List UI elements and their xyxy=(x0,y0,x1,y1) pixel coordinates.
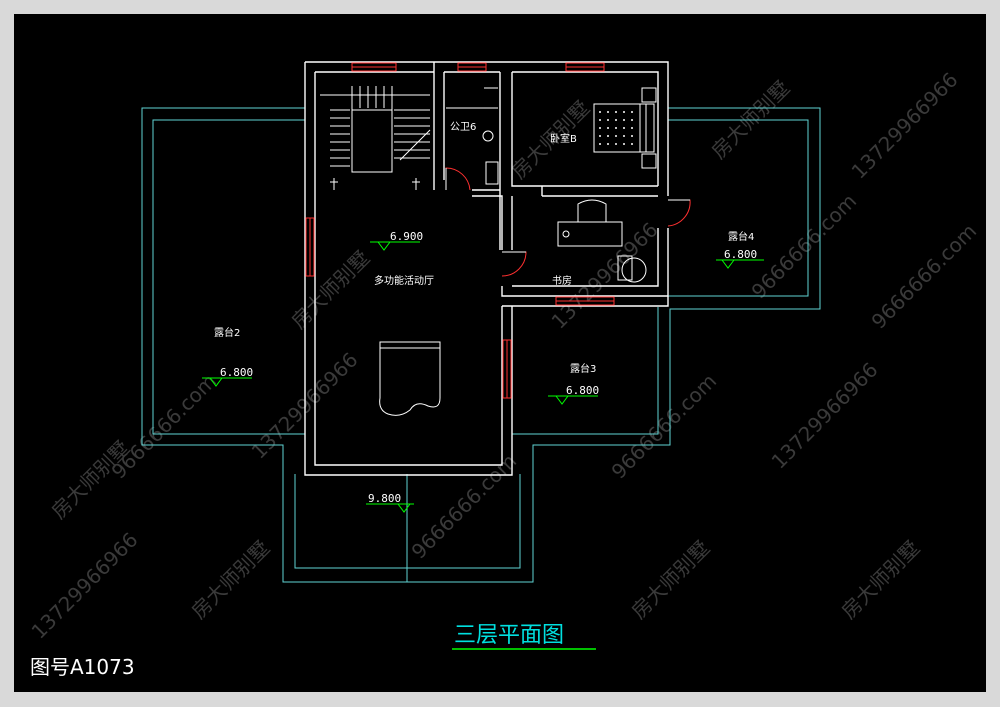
watermark: 13729966966 xyxy=(767,358,883,474)
room-label-bath: 公卫6 xyxy=(450,122,476,133)
windows xyxy=(305,62,615,399)
bed-pattern xyxy=(599,111,633,145)
bath-fixtures xyxy=(446,87,499,185)
level-value-terrace4: 6.800 xyxy=(724,248,757,261)
level-value-terrace3: 6.800 xyxy=(566,384,599,397)
watermark: 房大师别墅 xyxy=(187,536,275,624)
door-terrace4 xyxy=(667,199,691,227)
terrace-outlines xyxy=(141,107,821,583)
door-study xyxy=(501,251,527,277)
wall-west-inner xyxy=(314,72,503,466)
desk-icon xyxy=(557,221,623,247)
drawing-number: 图号A1073 xyxy=(30,655,135,679)
wall-study-south-inner xyxy=(512,228,659,287)
walls xyxy=(304,61,669,476)
toilet-icon xyxy=(482,130,494,142)
nightstand-icon xyxy=(641,153,657,169)
terrace-2-inner xyxy=(152,119,305,435)
wall-north-outer xyxy=(305,61,669,196)
watermark: 房大师别墅 xyxy=(837,536,925,624)
study-furniture xyxy=(557,199,647,283)
watermark: 13729966966 xyxy=(27,528,143,644)
nightstand-icon xyxy=(641,87,657,103)
watermark: 13729966966 xyxy=(847,68,963,184)
staircase xyxy=(320,86,431,190)
lamp-icon xyxy=(562,230,570,238)
terrace-3-inner xyxy=(512,307,659,435)
level-markers xyxy=(202,241,764,513)
room-label-study: 书房 xyxy=(552,274,572,287)
watermark: 房大师别墅 xyxy=(627,536,715,624)
room-label-terrace4: 露台4 xyxy=(728,230,754,243)
watermark: 房大师别墅 xyxy=(287,246,375,334)
stair-well xyxy=(351,109,393,173)
wall-terrace3-north xyxy=(502,296,669,307)
piano-icon xyxy=(379,341,441,416)
floor-plan: 房大师别墅 13729966966 9666666.com 房大师别墅 1372… xyxy=(27,61,982,679)
terrace-outer-outline xyxy=(141,107,821,583)
wall-bath-south-inner xyxy=(472,195,503,250)
terrace-4-inner xyxy=(668,119,809,297)
watermark: 9666666.com xyxy=(867,219,982,334)
door-bath xyxy=(445,167,471,191)
wall-study-south xyxy=(501,228,669,297)
watermark: 9666666.com xyxy=(407,449,522,564)
chair-icon xyxy=(577,199,607,222)
room-label-terrace2: 露台2 xyxy=(214,326,240,339)
level-value-bottom: 9.800 xyxy=(368,492,401,505)
wall-north-inner-c xyxy=(512,71,659,186)
room-label-bedroom: 卧室B xyxy=(550,132,577,145)
level-value-terrace2: 6.800 xyxy=(220,366,253,379)
level-value-hall: 6.900 xyxy=(390,230,423,243)
room-label-terrace3: 露台3 xyxy=(570,362,596,375)
plan-title: 三层平面图 xyxy=(454,623,564,648)
wall-bedroom-south xyxy=(511,72,658,187)
drawing-frame: 房大师别墅 13729966966 9666666.com 房大师别墅 1372… xyxy=(14,14,986,692)
room-label-hall: 多功能活动厅 xyxy=(374,274,434,287)
armchair-icon xyxy=(621,257,647,283)
bedroom-furniture xyxy=(593,87,657,169)
sink-icon xyxy=(485,161,499,185)
watermark: 9666666.com xyxy=(607,369,722,484)
doors xyxy=(445,167,691,277)
bed-icon xyxy=(593,103,647,153)
wall-west-outer xyxy=(304,62,513,476)
watermark: 9666666.com xyxy=(747,189,862,304)
watermark: 9666666.com xyxy=(107,369,222,484)
watermark-layer: 房大师别墅 13729966966 9666666.com 房大师别墅 1372… xyxy=(27,68,982,644)
